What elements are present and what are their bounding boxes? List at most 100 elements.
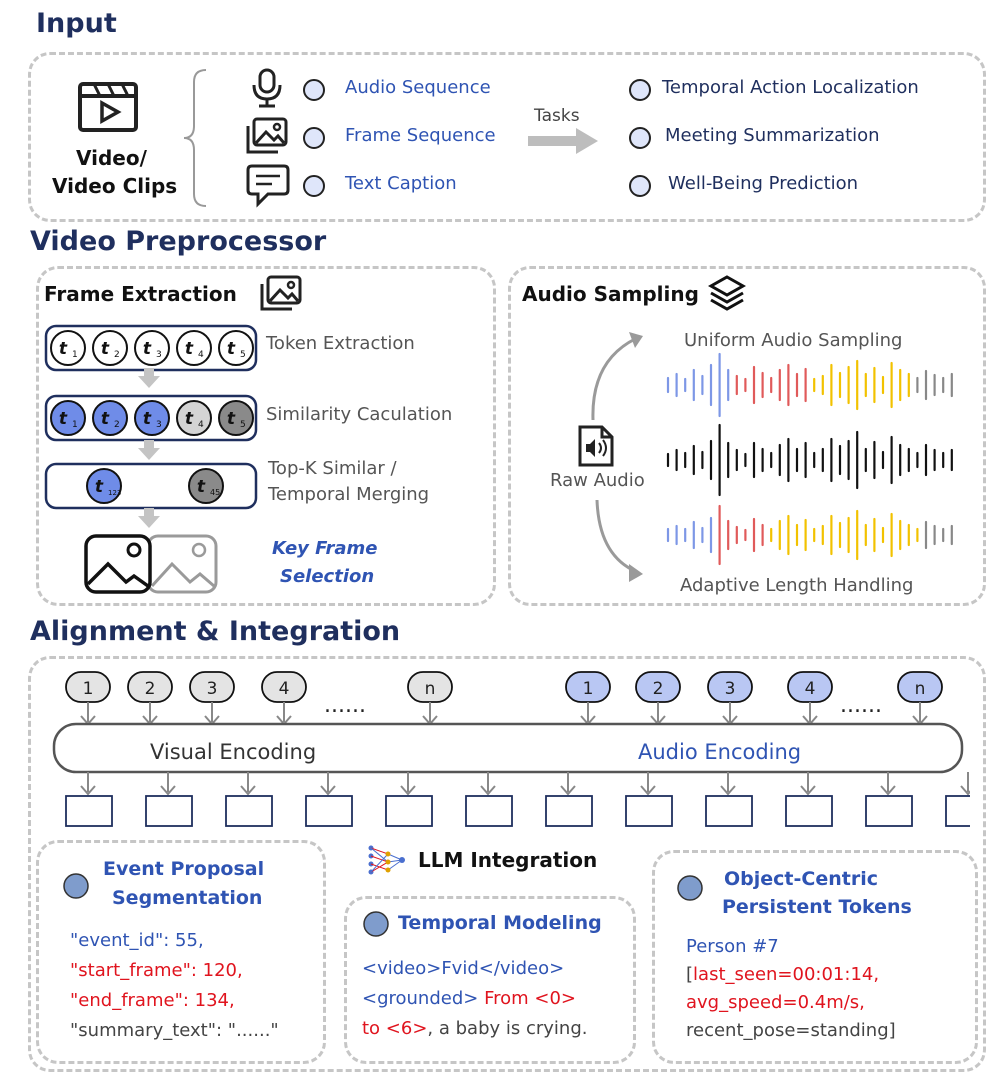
waveform-raw [666,423,953,497]
object-centric-box [652,850,978,1064]
svg-text:4: 4 [279,679,290,699]
svg-text:t: t [185,409,194,429]
svg-text:2: 2 [114,420,120,430]
svg-text:t: t [227,339,236,359]
output-embedding [385,772,433,827]
output-embedding [65,772,113,827]
output-embedding [785,772,833,827]
encoder-bar [52,722,964,774]
svg-text:t: t [59,339,68,359]
video-label-line2: Video Clips [52,174,178,198]
waveform-adaptive [666,504,953,566]
tasks-label: Tasks [534,106,580,126]
visual-token-3: 3 [189,671,235,726]
bullet-circle [629,79,651,101]
bullet-circle [363,911,389,937]
modality-text: Text Caption [345,173,457,194]
curved-arrows [591,332,643,582]
object-line-2b: last_seen=00:01:14, [693,964,880,985]
bullet-circle [303,175,325,197]
visual-token-n: n [407,671,453,726]
svg-text:5: 5 [240,350,246,360]
svg-text:t: t [95,477,104,497]
object-line-4: recent_pose=standing] [686,1020,896,1041]
bullet-circle [629,175,651,197]
visual-token-1: 1 [65,671,111,726]
ellipsis-visual: ...... [324,693,366,718]
event-line-1: "event_id": 55, [70,930,204,951]
arrow-right-icon [528,128,598,154]
output-embedding [865,772,913,827]
merging-label-1: Top-K Similar / [268,458,397,479]
audio-token-4: 4 [787,671,833,726]
key-frame-label-1: Key Frame [272,538,378,559]
output-embedding [705,772,753,827]
output-embedding [945,772,970,827]
token-extraction-label: Token Extraction [266,333,415,354]
svg-text:t: t [185,339,194,359]
input-box [28,52,986,222]
modality-frame: Frame Sequence [345,125,496,146]
audio-encoding-label: Audio Encoding [638,740,802,764]
alignment-box [28,656,986,1072]
svg-text:1: 1 [583,679,594,699]
svg-text:2: 2 [145,679,156,699]
svg-text:123: 123 [108,489,121,497]
task-localization: Temporal Action Localization [662,77,919,98]
image-stack-icon [246,117,288,154]
event-line-4: "summary_text": "......" [70,1020,279,1041]
visual-encoding-label: Visual Encoding [150,740,317,764]
waveform-uniform [666,352,953,418]
output-embedding [545,772,593,827]
event-title-2: Segmentation [112,887,263,909]
temporal-line-3a: to <6> [362,1018,428,1039]
object-title-2: Persistent Tokens [722,896,912,918]
svg-text:t: t [227,409,236,429]
svg-text:4: 4 [198,420,204,430]
svg-text:3: 3 [156,350,162,360]
svg-text:1: 1 [72,350,78,360]
visual-token-4: 4 [261,671,307,726]
merged-token-123: t 123 [86,468,122,504]
svg-text:5: 5 [240,420,246,430]
temporal-modeling-box [344,896,636,1064]
object-line-2: [last_seen=00:01:14, [686,964,879,985]
similarity-label: Similarity Caculation [266,404,453,425]
audio-file-icon [578,425,614,467]
object-line-2a: [ [686,964,694,985]
temporal-line-2b: From <0> [478,988,577,1009]
audio-sampling-title: Audio Sampling [522,282,699,306]
temporal-line-2: <grounded> From <0> [362,988,576,1009]
alignment-title: Alignment & Integration [30,616,401,647]
down-arrow-icon [138,440,160,460]
bullet-circle [677,875,703,901]
temporal-line-2a: <grounded> [362,988,479,1009]
merging-label-2: Temporal Merging [268,484,430,505]
temporal-line-1: <video>Fvid</video> [362,958,565,979]
down-arrow-icon [138,368,160,388]
ellipsis-audio: ...... [840,693,882,718]
task-summarization: Meeting Summarization [665,125,880,146]
bullet-circle [629,127,651,149]
temporal-line-3: to <6>, a baby is crying. [362,1018,587,1039]
object-title-1: Object-Centric [724,868,878,890]
svg-text:n: n [425,679,436,699]
svg-text:t: t [143,339,152,359]
curly-brace-icon [183,69,207,207]
event-proposal-box [36,840,326,1064]
key-frame-label-2: Selection [280,566,375,587]
svg-text:t: t [59,409,68,429]
frame-extraction-box [36,266,496,606]
